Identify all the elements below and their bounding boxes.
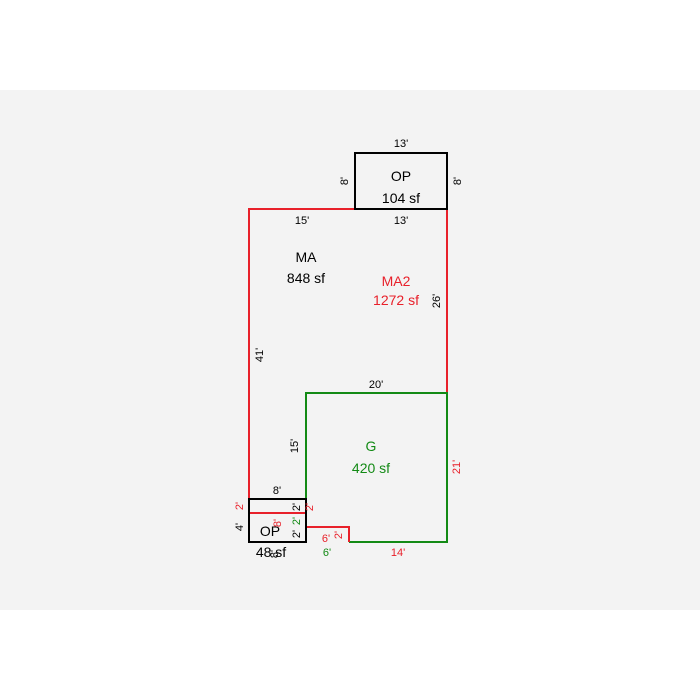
dim-op-top-top: 13' — [394, 138, 408, 150]
dim-strip-right-black-lower: 2' — [291, 530, 303, 538]
dim-ma2-right: 26' — [431, 294, 443, 308]
dim-strip-right-red: 2' — [304, 503, 316, 511]
dim-op-bottom-bottom: 8' — [269, 550, 281, 558]
ma-name: MA — [296, 249, 318, 265]
dim-garage-bottom: 14' — [391, 547, 405, 559]
ma-outline — [248, 208, 355, 542]
dim-op-top-bottom: 13' — [394, 215, 408, 227]
floor-plan-sketch: OP 104 sf MA 848 sf MA2 1272 sf G 420 sf… — [234, 138, 464, 560]
dim-op-top-right: 8' — [452, 177, 464, 185]
op-top-name: OP — [391, 168, 411, 184]
op-bottom-box — [248, 498, 307, 543]
dim-op-bottom-top: 8' — [273, 485, 281, 497]
dim-red-strip-top: 8' — [272, 519, 284, 527]
dim-op-bottom-left: 4' — [234, 523, 246, 531]
dim-strip-right-green: 2' — [291, 517, 303, 525]
dim-notch-bottom: 6' — [322, 533, 330, 545]
ma-size: 848 sf — [287, 270, 325, 286]
ma2-name: MA2 — [382, 273, 411, 289]
dim-garage-right: 21' — [451, 460, 463, 474]
dim-notch-right: 2' — [333, 531, 345, 539]
dim-strip-right-black-upper: 2' — [291, 503, 303, 511]
garage-name: G — [366, 438, 377, 454]
dim-ma-left: 41' — [254, 348, 266, 362]
dim-garage-bottom-green: 6' — [323, 547, 331, 559]
ma2-size: 1272 sf — [373, 292, 419, 308]
dim-red-left-2: 2' — [234, 502, 246, 510]
garage-outline — [305, 392, 448, 543]
op-bottom-size: 48 sf — [256, 544, 286, 560]
sketch-canvas: OP 104 sf MA 848 sf MA2 1272 sf G 420 sf… — [0, 90, 700, 610]
garage-size: 420 sf — [352, 460, 390, 476]
dim-ma-top: 15' — [295, 215, 309, 227]
op-top-size: 104 sf — [382, 190, 420, 206]
op-bottom-name: OP — [260, 523, 280, 539]
dim-op-top-left: 8' — [339, 177, 351, 185]
op-top-box — [354, 152, 448, 210]
dim-garage-left: 15' — [289, 439, 301, 453]
dim-garage-top: 20' — [369, 379, 383, 391]
